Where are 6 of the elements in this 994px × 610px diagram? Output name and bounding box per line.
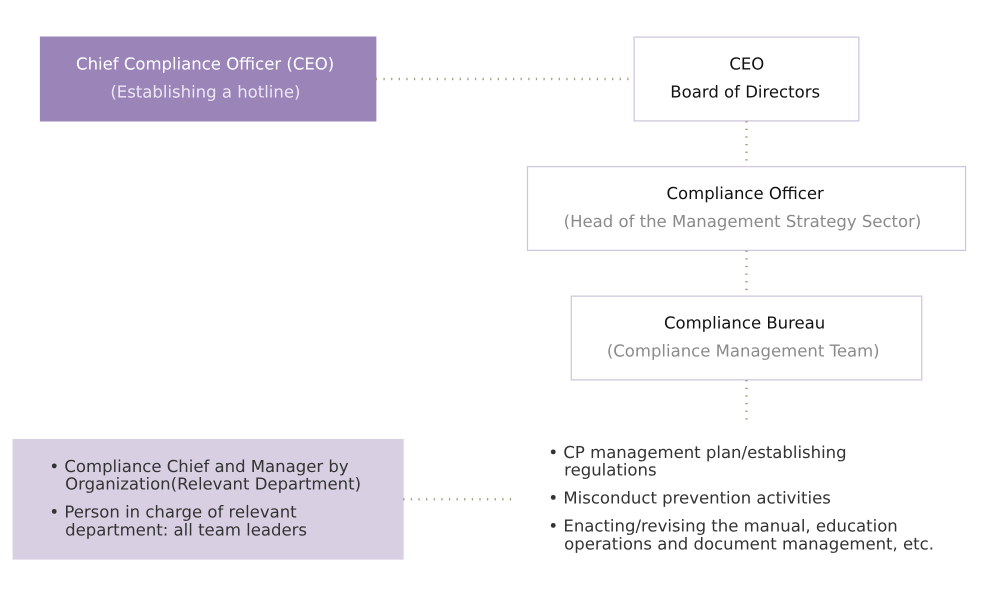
node-box: Compliance Bureau (Compliance Management Team) <box>570 295 922 381</box>
node-box: CEO Board of Directors <box>634 36 860 122</box>
node-box: • Compliance Chief and Manager by Organization(Relevant Department) • Person in charge of relevant department: all team leaders <box>12 438 404 560</box>
node-box: Chief Compliance Officer (CEO) (Establishing a hotline) <box>40 36 376 122</box>
node-box: Compliance Officer (Head of the Management Strategy Sector) <box>526 166 966 252</box>
node-text: • CP management plan/establishing regulations • Misconduct prevention activities • Enacting/revising the manual, education operations and document management, etc. <box>548 442 934 554</box>
